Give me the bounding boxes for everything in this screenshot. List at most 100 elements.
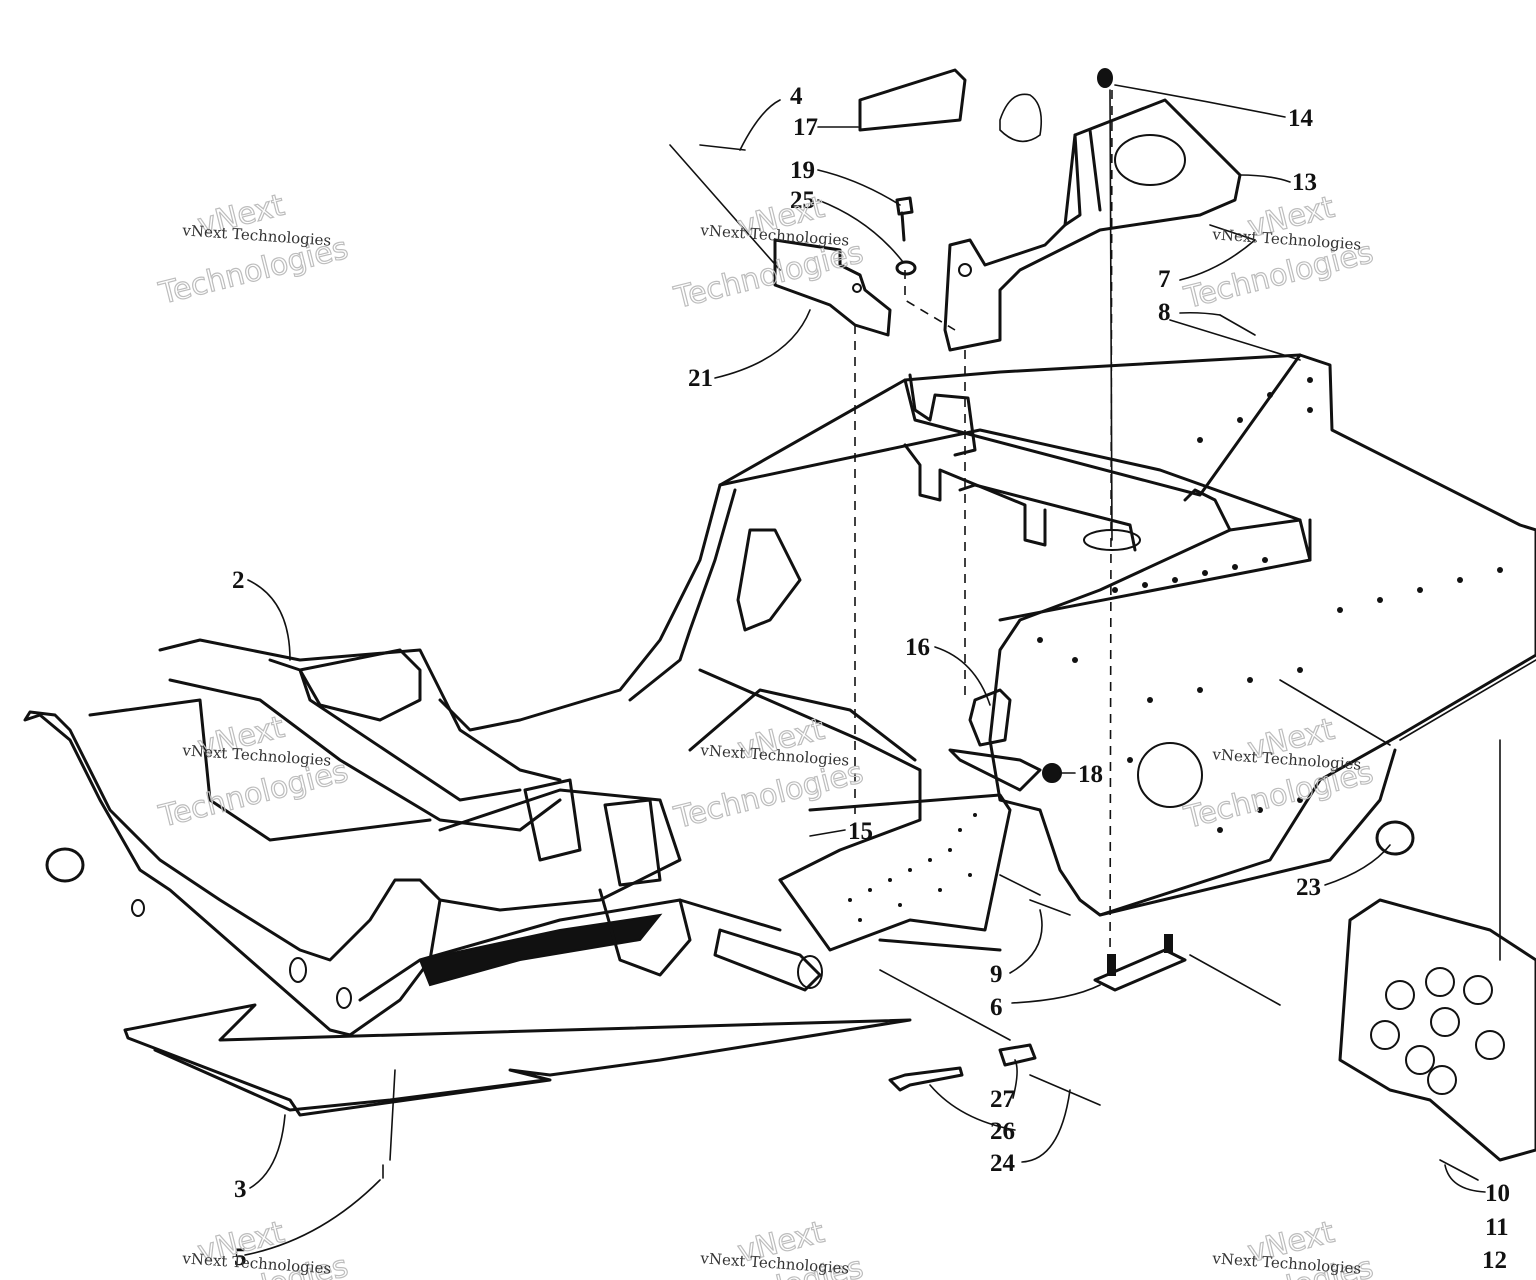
rubber-plug <box>1375 820 1415 856</box>
nut-18 <box>1042 763 1062 783</box>
rivet-8 <box>1219 314 1256 336</box>
callout-19: 19 <box>790 157 815 184</box>
bulkhead-left <box>438 483 722 732</box>
watermark-4: vNext Technologies vNext Technologies <box>155 709 353 835</box>
engine-hole-8 <box>1427 1065 1457 1095</box>
spring-mount-block <box>298 648 422 722</box>
callout-15: 15 <box>848 818 873 845</box>
bumper-hole-3 <box>131 899 145 917</box>
front-bumper-inner <box>88 698 432 842</box>
footrest-lower <box>878 938 1002 952</box>
tunnel-rivets <box>1037 377 1503 833</box>
svg-text:vNext Technologies: vNext Technologies <box>1211 745 1362 773</box>
bracket-21-hole <box>852 283 862 293</box>
watermark-6: vNext Technologies vNext Technologies <box>1180 711 1378 836</box>
callout-23: 23 <box>1296 874 1321 901</box>
footrest-rivets <box>848 813 977 922</box>
upper-rail <box>903 353 1302 497</box>
watermark-9: vNext Technologies vNext Technologies <box>1180 1214 1378 1280</box>
spindle-bracket-left <box>523 778 582 862</box>
engine-hole-7 <box>1405 1045 1435 1075</box>
floor-stud-1 <box>1107 954 1116 976</box>
assembly-lines <box>389 89 1536 1161</box>
callout-2: 2 <box>232 567 245 594</box>
callout-5: 5 <box>234 1244 247 1271</box>
steering-tube-end <box>797 955 823 989</box>
nut-14 <box>1097 68 1113 88</box>
leader-lines <box>244 84 1486 1256</box>
bulkhead-cutout <box>736 528 802 632</box>
callout-10: 10 <box>1485 1180 1510 1207</box>
callout-4: 4 <box>790 83 803 110</box>
front-bumper <box>23 710 442 1037</box>
floor-plate <box>1093 948 1187 992</box>
engine-hole-4 <box>1370 1020 1400 1050</box>
frame-shadow <box>418 913 663 987</box>
steering-support-boss <box>958 263 972 277</box>
belly-pan <box>123 1003 912 1117</box>
engine-hole-3 <box>1463 975 1493 1005</box>
callout-labels: 4 17 19 25 14 13 7 8 21 2 16 18 15 23 9 … <box>232 83 1510 1274</box>
clip-27 <box>998 1043 1037 1067</box>
tunnel-large-hole <box>1137 742 1203 808</box>
tunnel-side-lower <box>1098 748 1397 917</box>
engine-hole-2 <box>1425 967 1455 997</box>
front-crossmember <box>438 788 682 912</box>
svg-text:vNext Technologies: vNext Technologies <box>1211 225 1362 253</box>
watermarks: vNext Technologies vNext Technologies vN… <box>155 187 1378 1280</box>
rail-bracket-left <box>908 373 977 457</box>
rivet-10 <box>1439 1159 1479 1181</box>
bracket-18 <box>948 748 1042 792</box>
front-frame-rail <box>168 678 562 832</box>
hook-26 <box>888 1066 964 1092</box>
callout-24: 24 <box>990 1150 1016 1177</box>
rail-cross <box>1183 488 1232 532</box>
front-gusset <box>598 888 692 977</box>
engine-hole-6 <box>1475 1030 1505 1060</box>
front-frame-crossbar <box>268 658 522 802</box>
front-lower-beam <box>358 898 782 1002</box>
tunnel-side-panel <box>998 518 1312 622</box>
bolt-19 <box>895 196 914 242</box>
bracket-21 <box>773 238 892 337</box>
engine-hole-5 <box>1430 1007 1460 1037</box>
steering-support <box>943 98 1242 352</box>
callout-3: 3 <box>234 1176 247 1203</box>
bumper-hole-2 <box>336 987 352 1009</box>
callout-16: 16 <box>905 634 930 661</box>
rail-bracket-mid <box>903 443 1047 547</box>
rivet-24 <box>1029 1074 1101 1106</box>
front-frame-top <box>158 638 562 782</box>
rail-channel <box>958 483 1137 552</box>
floor-stud-2 <box>1164 934 1173 953</box>
rivet-7 <box>1209 224 1256 241</box>
rivet-9 <box>1029 899 1071 916</box>
chassis-frame-drawing <box>23 353 1536 1162</box>
callout-21: 21 <box>688 365 713 392</box>
callout-6: 6 <box>990 994 1003 1021</box>
plate-17 <box>858 68 967 132</box>
steering-tube <box>713 928 822 992</box>
callout-7: 7 <box>1158 266 1171 293</box>
bulkhead-front-face <box>688 688 917 762</box>
bumper-hole-1 <box>289 957 307 983</box>
watermark-8: vNext Technologies vNext Technologies <box>670 1214 868 1280</box>
engine-plate <box>1338 898 1536 1162</box>
svg-text:vNext Technologies: vNext Technologies <box>181 741 332 769</box>
ski-pivot-left <box>45 847 85 883</box>
bulkhead-left-inner <box>628 488 737 702</box>
callout-11: 11 <box>1485 1214 1509 1241</box>
callout-13: 13 <box>1292 169 1317 196</box>
bulkhead-floor <box>698 668 922 882</box>
steering-support-face <box>1063 128 1102 227</box>
callout-17: 17 <box>793 114 818 141</box>
callout-18: 18 <box>1078 761 1103 788</box>
callout-14: 14 <box>1288 105 1314 132</box>
engine-hole-1 <box>1385 980 1415 1010</box>
steering-support-hole <box>1114 134 1186 186</box>
belly-pan-edge <box>153 1048 547 1112</box>
grommet-17 <box>999 93 1043 143</box>
tunnel-top-edge <box>718 428 1302 522</box>
watermark-1: vNext Technologies vNext Technologies <box>155 187 353 312</box>
washer-25 <box>895 260 917 276</box>
